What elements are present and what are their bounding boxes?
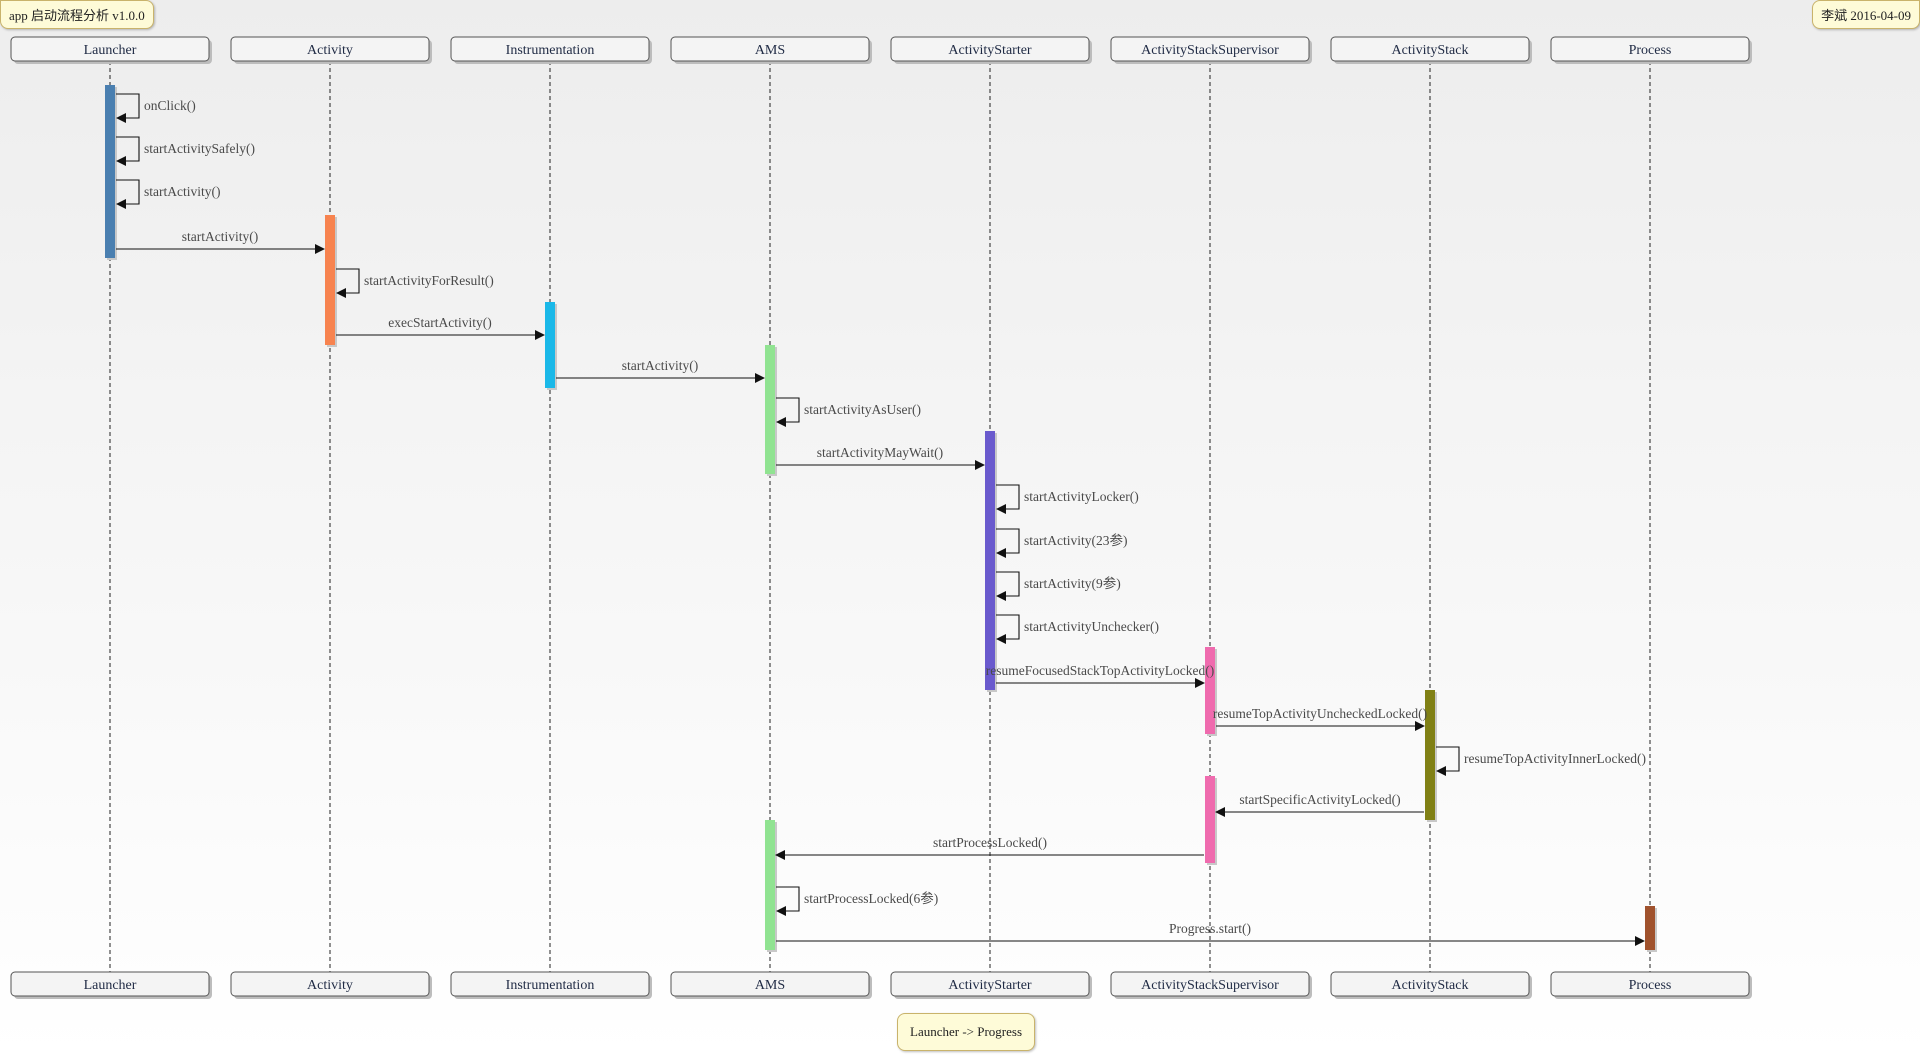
message-label: execStartActivity() [388, 315, 491, 330]
activation-bar-supervisor [1205, 647, 1215, 734]
message-6: execStartActivity() [336, 315, 545, 340]
message-3: startActivity() [116, 179, 220, 209]
message-16: resumeTopActivityInnerLocked() [1436, 746, 1646, 776]
message-20: Progress.start() [776, 921, 1645, 946]
message-label: startActivity(9参) [1024, 575, 1121, 591]
message-label: startActivity() [182, 229, 258, 244]
participant-label: ActivityStackSupervisor [1141, 43, 1279, 58]
participant-label: ActivityStack [1392, 43, 1469, 58]
message-11: startActivity(23参) [996, 528, 1127, 558]
participant-top-activity: Activity [230, 36, 432, 64]
message-4: startActivity() [116, 229, 325, 254]
participant-label: Activity [307, 43, 353, 58]
participant-bottom-starter: ActivityStarter [890, 971, 1092, 999]
participant-bottom-activity: Activity [230, 971, 432, 999]
activation-bar-activity [325, 215, 335, 345]
message-12: startActivity(9参) [996, 571, 1121, 601]
participant-label: AMS [755, 43, 785, 58]
sequence-diagram: onClick() startActivitySafely() startActiv… [10, 36, 1752, 999]
message-label: resumeTopActivityInnerLocked() [1464, 751, 1646, 766]
participant-label: Process [1629, 43, 1672, 58]
participant-label: AMS [755, 978, 785, 993]
message-15: resumeTopActivityUncheckedLocked() [1213, 706, 1427, 731]
message-label: startActivityLocker() [1024, 489, 1139, 504]
activation-bar-starter [985, 431, 995, 690]
participant-top-instrumentation: Instrumentation [450, 36, 652, 64]
participant-label: Process [1629, 978, 1672, 993]
message-label: startActivityAsUser() [804, 402, 921, 417]
participant-label: ActivityStackSupervisor [1141, 978, 1279, 993]
message-label: onClick() [144, 98, 196, 113]
message-label: resumeTopActivityUncheckedLocked() [1213, 706, 1427, 721]
activation-bar-ams [765, 820, 775, 950]
participant-label: Instrumentation [506, 43, 595, 58]
message-label: startProcessLocked(6参) [804, 890, 938, 906]
message-label: startActivitySafely() [144, 141, 255, 156]
participant-top-launcher: Launcher [10, 36, 212, 64]
participant-bottom-stack: ActivityStack [1330, 971, 1532, 999]
participant-top-stack: ActivityStack [1330, 36, 1532, 64]
message-label: startProcessLocked() [933, 835, 1047, 850]
message-18: startProcessLocked() [775, 835, 1204, 860]
message-5: startActivityForResult() [336, 268, 494, 298]
message-14: resumeFocusedStackTopActivityLocked() [986, 663, 1215, 688]
participant-label: ActivityStarter [948, 43, 1032, 58]
message-1: onClick() [116, 93, 196, 123]
participant-bottom-supervisor: ActivityStackSupervisor [1110, 971, 1312, 999]
participant-bottom-ams: AMS [670, 971, 872, 999]
message-7: startActivity() [556, 358, 765, 383]
message-8: startActivityAsUser() [776, 397, 921, 427]
footer-note: Launcher -> Progress [897, 1013, 1036, 1051]
author-note: 李斌 2016-04-09 [1812, 0, 1920, 29]
participant-label: Activity [307, 978, 353, 993]
activation-bar-process [1645, 906, 1655, 950]
message-label: startSpecificActivityLocked() [1239, 792, 1400, 807]
participant-bottom-process: Process [1550, 971, 1752, 999]
participant-top-process: Process [1550, 36, 1752, 64]
message-label: resumeFocusedStackTopActivityLocked() [986, 663, 1215, 678]
participant-bottom-launcher: Launcher [10, 971, 212, 999]
message-2: startActivitySafely() [116, 136, 255, 166]
message-10: startActivityLocker() [996, 484, 1139, 514]
message-label: Progress.start() [1169, 921, 1251, 936]
participant-top-starter: ActivityStarter [890, 36, 1092, 64]
participant-label: ActivityStarter [948, 978, 1032, 993]
activation-bar-ams [765, 345, 775, 474]
title-note: app 启动流程分析 v1.0.0 [0, 0, 154, 29]
message-19: startProcessLocked(6参) [776, 886, 938, 916]
message-label: startActivity(23参) [1024, 532, 1127, 548]
participant-top-supervisor: ActivityStackSupervisor [1110, 36, 1312, 64]
message-9: startActivityMayWait() [776, 445, 985, 470]
activation-bar-instrumentation [545, 302, 555, 388]
message-label: startActivityMayWait() [817, 445, 943, 460]
message-label: startActivityUnchecker() [1024, 619, 1159, 634]
message-label: startActivity() [144, 184, 220, 199]
participant-label: ActivityStack [1392, 978, 1469, 993]
message-17: startSpecificActivityLocked() [1215, 792, 1424, 817]
message-label: startActivity() [622, 358, 698, 373]
message-13: startActivityUnchecker() [996, 614, 1159, 644]
message-label: startActivityForResult() [364, 273, 494, 288]
participant-label: Instrumentation [506, 978, 595, 993]
activation-bar-launcher [105, 85, 115, 258]
activation-bar-stack [1425, 690, 1435, 820]
participant-top-ams: AMS [670, 36, 872, 64]
participant-label: Launcher [84, 978, 137, 993]
participant-bottom-instrumentation: Instrumentation [450, 971, 652, 999]
participant-label: Launcher [84, 43, 137, 58]
activation-bar-supervisor [1205, 776, 1215, 863]
